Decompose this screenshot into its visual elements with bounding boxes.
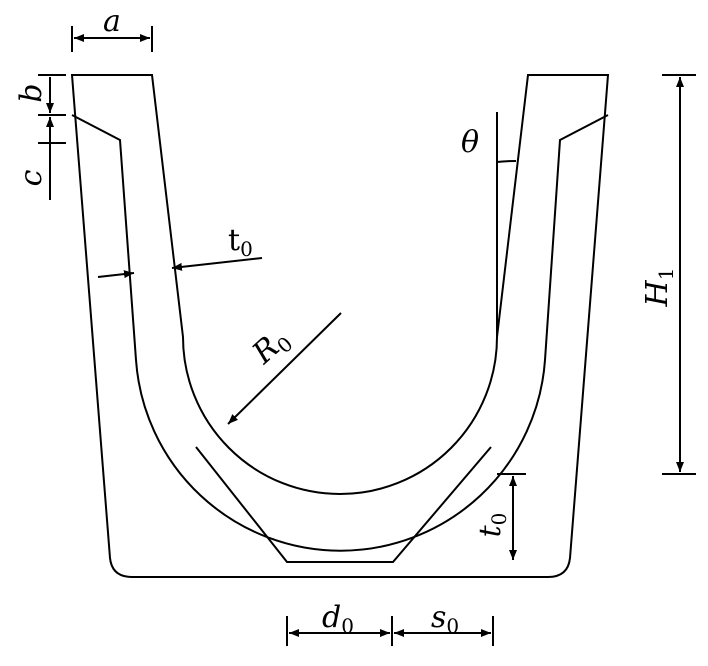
dimension-a-label: a [103,4,121,39]
dimension-t0-bottom-label: t0 [473,513,511,538]
dimension-r0-label: R0 [245,321,297,374]
dimension-b-c: b c [14,74,66,200]
outer-body-outline [70,74,610,578]
dimension-d0-s0: d0 s0 [286,600,494,646]
dimension-h1-label: H1 [640,268,678,308]
dimension-s0-label: s0 [431,600,459,638]
dimension-t0-wall: t0 [97,223,263,279]
dimension-b-label: b [14,83,49,102]
dimension-t0-wall-label: t0 [228,223,253,261]
dimension-c-label: c [14,169,49,186]
angle-theta: θ [461,112,517,337]
dimension-h1: H1 [640,74,696,475]
dimension-d0-label: d0 [322,600,354,638]
bottom-trapezoid [195,446,492,563]
dimension-r0: R0 [227,312,342,425]
angle-theta-label: θ [461,125,479,160]
dimension-t0-bottom: t0 [473,473,526,560]
lining-outer-edge [71,114,609,552]
dimension-a: a [71,4,153,52]
